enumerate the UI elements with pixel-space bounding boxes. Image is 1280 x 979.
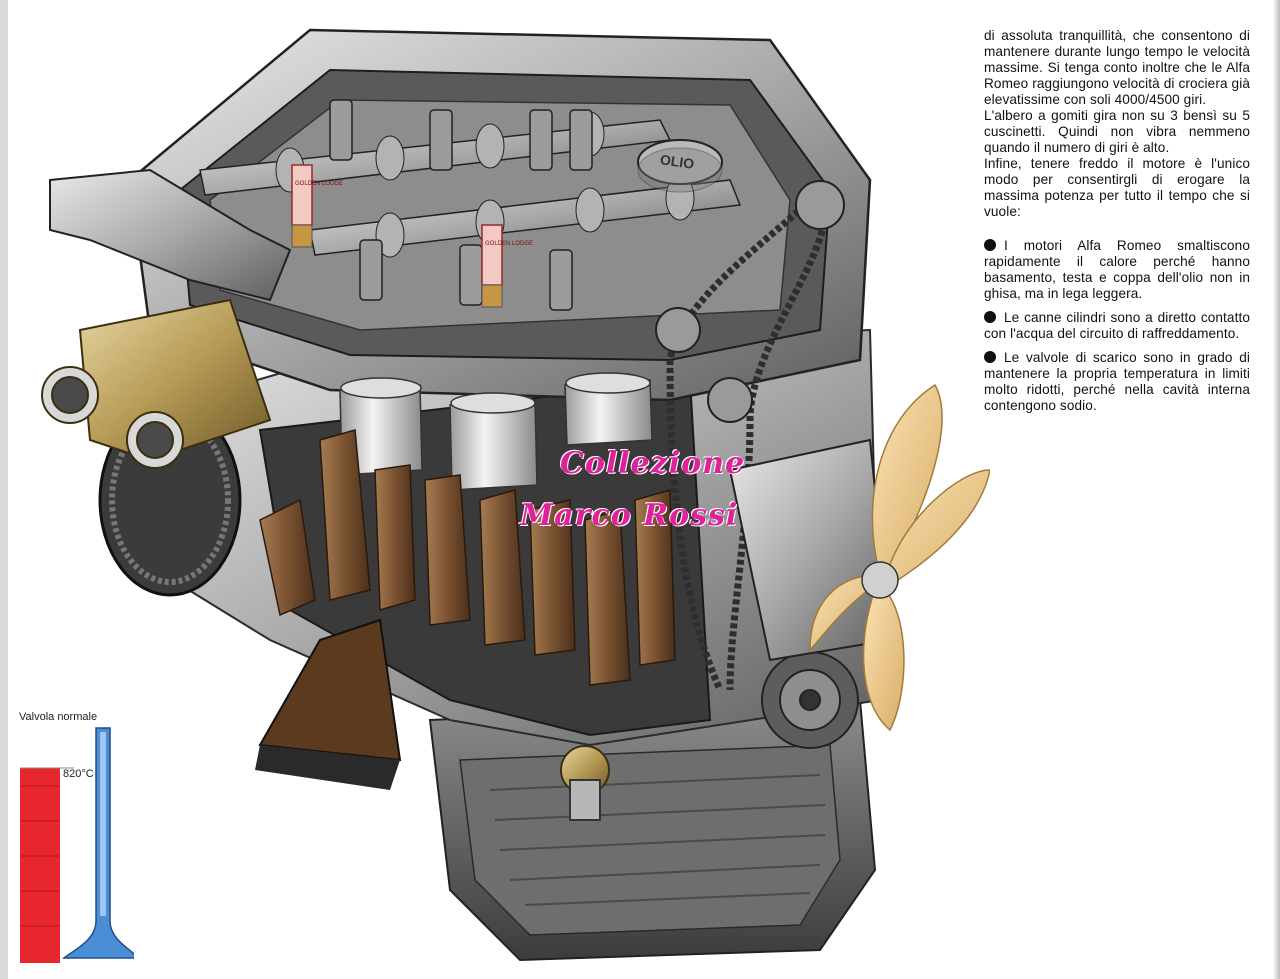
page-edge-left [0, 0, 8, 979]
spark-plugs [291, 164, 503, 308]
page-edge-right [1274, 0, 1280, 979]
bullet-text: I motori Alfa Romeo smaltiscono rapidame… [984, 238, 1250, 301]
carburettors [41, 298, 272, 469]
watermark-line-1: Collezione [560, 446, 746, 481]
bullet-item: Le canne cilindri sono a diretto contatt… [984, 310, 1250, 342]
watermark-line-2: Marco Rossi [520, 498, 739, 533]
bullet-dot-icon [984, 239, 996, 251]
paragraph-2: L'albero a gomiti gira non su 3 bensì su… [984, 108, 1250, 155]
valve-temperature-legend: Valvola normale 820°C [14, 706, 134, 968]
valve-shape [62, 727, 134, 959]
intake-manifold [49, 168, 292, 302]
spark-plug-label-1: GOLDEN LODGE [295, 181, 343, 187]
crankshaft [259, 429, 676, 686]
timing-sprockets [655, 180, 845, 423]
oil-filler-cap [637, 139, 723, 193]
bullet-dot-icon [984, 311, 996, 323]
bullet-item: I motori Alfa Romeo smaltiscono rapidame… [984, 238, 1250, 302]
oil-cap-label: OLIO [659, 151, 695, 172]
engine-mount [255, 618, 402, 790]
bullet-item: Le valvole di scarico sono in grado di m… [984, 350, 1250, 414]
temperature-bar [20, 768, 60, 963]
bullet-text: Le valvole di scarico sono in grado di m… [984, 350, 1250, 413]
water-pump-pulley [728, 438, 892, 749]
valve-diagram [20, 727, 134, 963]
fuel-pump [560, 745, 610, 821]
valve-normal-label: Valvola normale [19, 711, 98, 723]
paragraph-1: di assoluta tranquillità, che consentono… [984, 28, 1250, 107]
pistons [339, 372, 653, 491]
temperature-label: 820°C [63, 768, 94, 780]
bullet-dot-icon [984, 351, 996, 363]
brochure-text-column: di assoluta tranquillità, che consentono… [984, 28, 1250, 422]
cooling-fan [809, 383, 990, 732]
oil-sump [428, 698, 877, 962]
timing-chain [666, 197, 829, 692]
engine-cutaway-illustration: GOLDEN LODGE GOLDEN LODGE OLIO [41, 28, 990, 962]
paragraph-3: Infine, tenere freddo il motore è l'unic… [984, 156, 1250, 219]
valve-springs [329, 99, 593, 311]
collection-watermark: Collezione Marco Rossi [520, 440, 780, 550]
bullet-text: Le canne cilindri sono a diretto contatt… [984, 310, 1250, 341]
spark-plug-label-2: GOLDEN LODGE [485, 241, 533, 247]
feature-bullet-list: I motori Alfa Romeo smaltiscono rapidame… [984, 238, 1250, 414]
